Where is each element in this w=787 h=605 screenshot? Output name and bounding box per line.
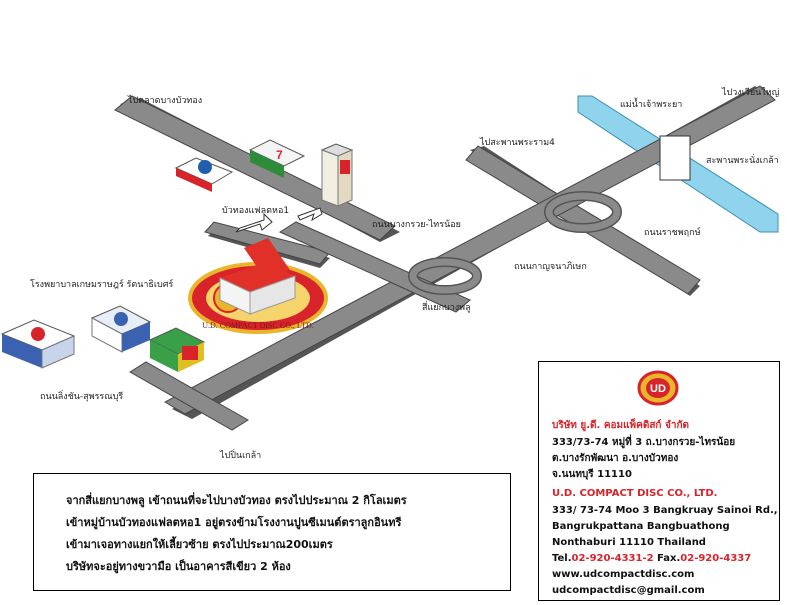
address-thai-line-1: 333/73-74 หมู่ที่ 3 ถ.บางกรวย-ไทรน้อย xyxy=(552,437,736,448)
svg-text:7: 7 xyxy=(276,148,283,162)
fax-label: Fax. xyxy=(653,553,681,564)
label-bangplu-junction: สี่แยกบางพลู xyxy=(422,303,471,313)
label-to-phra-ram4-bridge: ไปสะพานพระราม4 xyxy=(480,138,555,148)
label-bangbuathong-flat1: บัวทองแฟลตหอ1 xyxy=(222,206,290,216)
turn-arrows xyxy=(235,207,323,233)
road-main-diagonal xyxy=(163,85,776,415)
company-name-thai: บริษัท ยู.ดี. คอมแพ็คดิสก์ จำกัด xyxy=(552,420,689,431)
tel-label: Tel. xyxy=(552,553,572,564)
directions-line-2: เข้าหมู่บ้านบัวทองแฟลตหอ1 อยู่ตรงข้ามโรง… xyxy=(66,516,402,529)
company-logo: UD xyxy=(637,370,679,406)
label-phra-nangklao-bridge: สะพานพระนั่งเกล้า xyxy=(706,156,779,166)
road-bangkruay-sainoi xyxy=(114,95,396,241)
landmark-7eleven: 7 xyxy=(248,139,306,178)
directions-line-3: เข้ามาเจอทางแยกให้เลี้ยวซ้าย ตรงไปประมาณ… xyxy=(66,538,333,551)
road-rajapruek xyxy=(465,145,701,295)
company-info-box: UD บริษัท ยู.ดี. คอมแพ็คดิสก์ จำกัด 333/… xyxy=(538,361,780,601)
landmark-hospital xyxy=(90,305,152,353)
label-bangkruay-sainoi-road: ถนนบางกรวย-ไทรน้อย xyxy=(372,220,461,230)
address-thai-line-2: ต.บางรักพัฒนา อ.บางบัวทอง xyxy=(552,453,679,464)
road-pinklao xyxy=(129,361,249,431)
roads xyxy=(114,85,776,431)
bridge xyxy=(659,135,691,181)
label-kanchanaphisek-road: ถนนกาญจนาภิเษก xyxy=(514,262,587,272)
email-link[interactable]: udcompactdisc@gmail.com xyxy=(552,585,705,596)
company-name-english: U.D. COMPACT DISC CO., LTD. xyxy=(552,488,718,499)
address-english-line-3: Nonthaburi 11110 Thailand xyxy=(552,537,706,548)
directions-box: จากสี่แยกบางพลู เข้าถนนที่จะไปบางบัวทอง … xyxy=(33,473,511,591)
tel-number: 02-920-4331-2 xyxy=(571,553,654,564)
label-to-bangbuathong-market: ไปตลาดบางบัวทอง xyxy=(128,96,203,106)
landmark-store xyxy=(320,143,354,207)
svg-text:U.D. COMPACT DISC CO., LTD.: U.D. COMPACT DISC CO., LTD. xyxy=(202,321,314,330)
address-thai-line-3: จ.นนทบุรี 11110 xyxy=(552,469,632,480)
label-hospital: โรงพยาบาลเกษมราษฎร์ รัตนาธิเบศร์ xyxy=(30,280,174,290)
label-rajapruek-road: ถนนราชพฤกษ์ xyxy=(644,228,701,238)
label-to-wongwian: ไปวงเวียนใหญ่ xyxy=(722,88,780,98)
directions-line-1: จากสี่แยกบางพลู เข้าถนนที่จะไปบางบัวทอง … xyxy=(66,494,407,507)
address-english-line-1: 333/ 73-74 Moo 3 Bangkruay Sainoi Rd., xyxy=(552,505,778,516)
company-building xyxy=(219,238,296,315)
landmark-ptt xyxy=(174,157,234,192)
svg-text:UD: UD xyxy=(650,383,666,395)
directions-line-4: บริษัทจะอยู่ทางขวามือ เป็นอาคารสีเขียว 2… xyxy=(66,560,291,573)
label-ratchathani-road: ถนนลิ่งชัน-สุพรรณบุรี xyxy=(40,392,124,402)
landmark-bigc xyxy=(148,327,206,372)
website-link[interactable]: www.udcompactdisc.com xyxy=(552,569,695,580)
phone-fax-line: Tel.02-920-4331-2 Fax.02-920-4337 xyxy=(552,553,751,564)
address-english-line-2: Bangrukpattana Bangbuathong xyxy=(552,521,730,532)
landmark-tesco xyxy=(0,319,76,369)
label-chao-phraya-river: แม่น้ำเจ้าพระยา xyxy=(620,100,683,110)
fax-number: 02-920-4337 xyxy=(680,553,752,564)
label-to-pinklao: ไปปิ่นเกล้า xyxy=(220,451,262,461)
